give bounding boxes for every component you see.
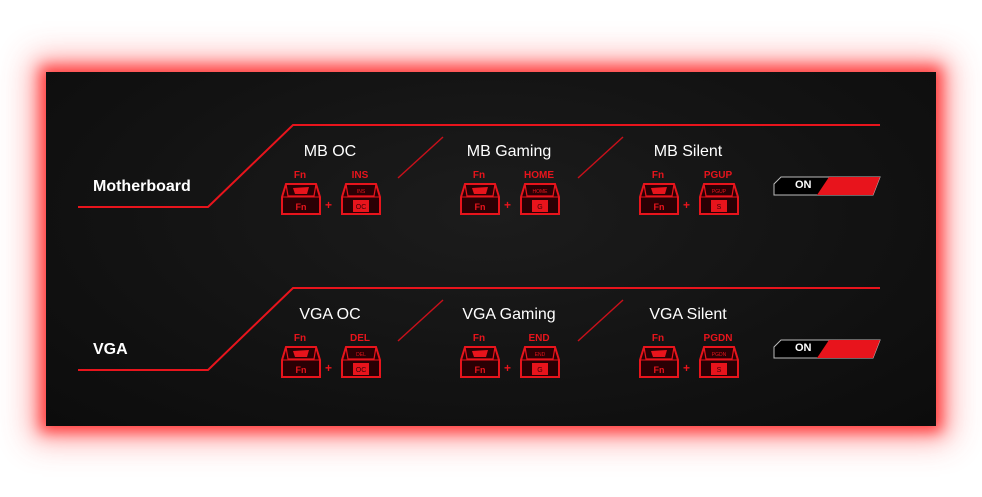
plus-icon: + (504, 361, 512, 375)
separator (577, 136, 624, 179)
toggle-vga[interactable]: ON (773, 339, 881, 359)
mode-title: MB OC (303, 143, 357, 160)
plus-icon: + (504, 198, 512, 212)
svg-text:OC: OC (356, 367, 367, 374)
svg-text:Fn: Fn (475, 365, 486, 375)
vga-divider-line (78, 287, 880, 371)
fn-key-icon: Fn (280, 183, 322, 220)
plus-icon: + (683, 361, 691, 375)
key1-label: Fn (651, 333, 665, 344)
plus-icon: + (325, 361, 333, 375)
plus-icon: + (325, 198, 333, 212)
fn-key-icon: Fn (638, 183, 680, 220)
key1-label: Fn (651, 170, 665, 181)
fn-key-icon: Fn (638, 346, 680, 383)
fn-key-icon: Fn (459, 183, 501, 220)
key1-label: Fn (472, 170, 486, 181)
key1-label: Fn (293, 333, 307, 344)
key2-label: HOME (524, 170, 554, 181)
key2-label: DEL (350, 333, 370, 344)
svg-text:Fn: Fn (296, 365, 307, 375)
hotkey-icon: DEL OC (340, 346, 382, 383)
svg-text:INS: INS (357, 189, 366, 195)
svg-text:DEL: DEL (356, 352, 366, 358)
key1-label: Fn (472, 333, 486, 344)
svg-text:S: S (717, 367, 722, 374)
svg-text:S: S (717, 204, 722, 211)
svg-text:Fn: Fn (654, 202, 665, 212)
plus-icon: + (683, 198, 691, 212)
toggle-shape (773, 176, 881, 196)
key2-label: PGUP (703, 170, 733, 181)
hotkey-icon: INS OC (340, 183, 382, 220)
separator (397, 299, 444, 342)
motherboard-divider-line (78, 124, 880, 208)
fn-key-icon: Fn (280, 346, 322, 383)
separator (577, 299, 624, 342)
mode-title: VGA OC (299, 306, 361, 323)
toggle-label: ON (795, 179, 812, 191)
svg-text:OC: OC (356, 204, 367, 211)
mode-title: VGA Silent (649, 306, 727, 323)
separator (397, 136, 444, 179)
hotkey-icon: PGDN S (698, 346, 740, 383)
hotkey-icon: PGUP S (698, 183, 740, 220)
row-label-0: Motherboard (93, 178, 191, 195)
toggle-shape (773, 339, 881, 359)
key2-label: PGDN (703, 333, 733, 344)
svg-text:G: G (537, 204, 542, 211)
svg-text:G: G (537, 367, 542, 374)
svg-text:HOME: HOME (533, 189, 549, 195)
hotkey-icon: HOME G (519, 183, 561, 220)
key1-label: Fn (293, 170, 307, 181)
svg-text:Fn: Fn (654, 365, 665, 375)
mode-title: MB Gaming (466, 143, 552, 160)
key2-label: INS (351, 170, 369, 181)
toggle-label: ON (795, 342, 812, 354)
svg-text:Fn: Fn (296, 202, 307, 212)
hotkey-icon: END G (519, 346, 561, 383)
svg-text:PGUP: PGUP (712, 189, 727, 195)
toggle-motherboard[interactable]: ON (773, 176, 881, 196)
mode-title: MB Silent (653, 143, 723, 160)
key2-label: END (528, 333, 550, 344)
svg-text:PGDN: PGDN (712, 352, 727, 358)
svg-text:Fn: Fn (475, 202, 486, 212)
svg-text:END: END (535, 352, 546, 358)
row-label-1: VGA (93, 341, 128, 358)
mode-title: VGA Gaming (462, 306, 556, 323)
fn-key-icon: Fn (459, 346, 501, 383)
